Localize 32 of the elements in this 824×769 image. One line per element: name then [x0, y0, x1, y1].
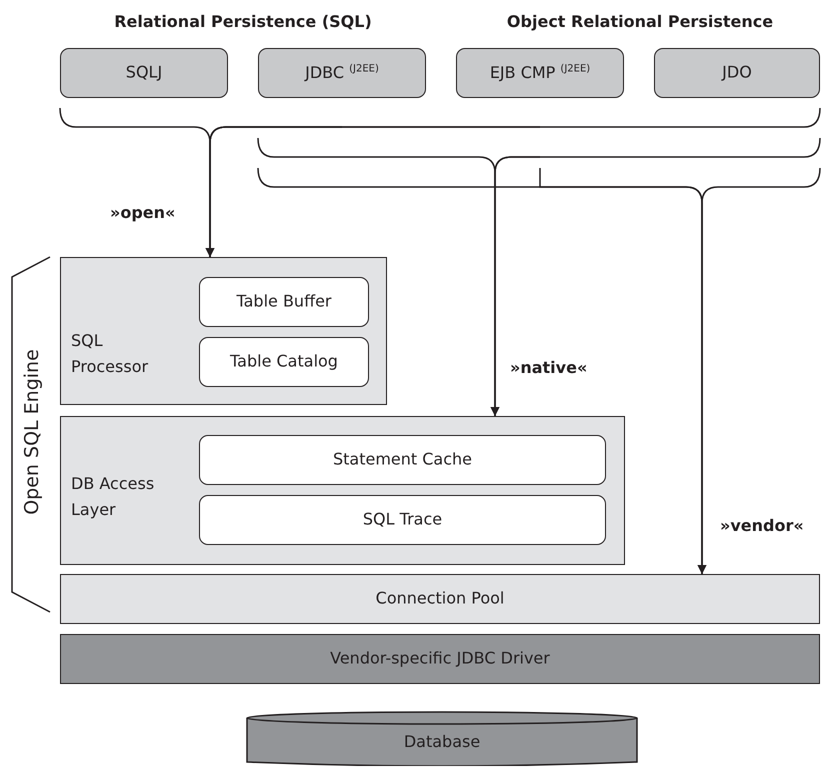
api-box [456, 48, 624, 98]
layer-panel [60, 257, 387, 405]
driver-bar [60, 634, 820, 684]
node-label: SQL Trace [362, 510, 444, 530]
component-box [199, 435, 606, 485]
connector-arrow [698, 168, 821, 574]
node-label: Connection Pool [374, 588, 506, 610]
vertical-group-label: Open SQL Engine [21, 349, 43, 515]
node-label: JDBC $^{(J2EE)}$ [303, 62, 380, 84]
api-box [258, 48, 426, 98]
connector-arrow [206, 108, 821, 257]
node-label: DB Access Layer [71, 473, 156, 522]
node-label: Table Buffer [235, 292, 333, 312]
connector-arrow [490, 138, 821, 416]
node-label: SQLJ [124, 62, 164, 84]
node-label: Database [402, 732, 482, 753]
node-label: SQL Processor [71, 330, 150, 378]
layer-panel [60, 416, 625, 565]
layer-bar [60, 574, 820, 624]
node-label: Table Catalog [229, 352, 339, 372]
component-box [199, 337, 369, 387]
node-label: Vendor-specific JDBC Driver [329, 648, 551, 670]
component-box [199, 277, 369, 327]
database-cylinder [246, 710, 638, 766]
node-label: JDO [720, 62, 753, 84]
api-box [654, 48, 820, 98]
node-label: EJB CMP $^{(J2EE)}$ [488, 62, 592, 84]
heading-label: Object Relational Persistence [506, 12, 774, 31]
api-box [60, 48, 228, 98]
node-label: Statement Cache [332, 450, 474, 470]
heading-label: Relational Persistence (SQL) [114, 12, 372, 31]
component-box [199, 495, 606, 545]
